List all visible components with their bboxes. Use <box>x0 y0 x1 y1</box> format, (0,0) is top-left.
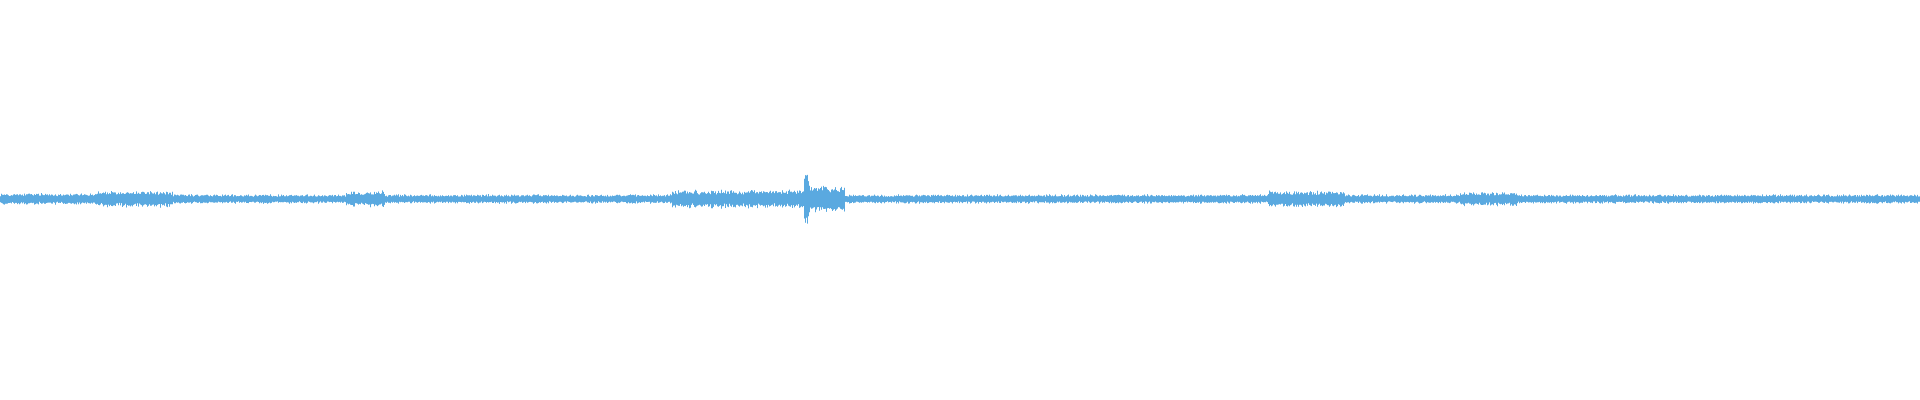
waveform-samples <box>0 174 1920 224</box>
